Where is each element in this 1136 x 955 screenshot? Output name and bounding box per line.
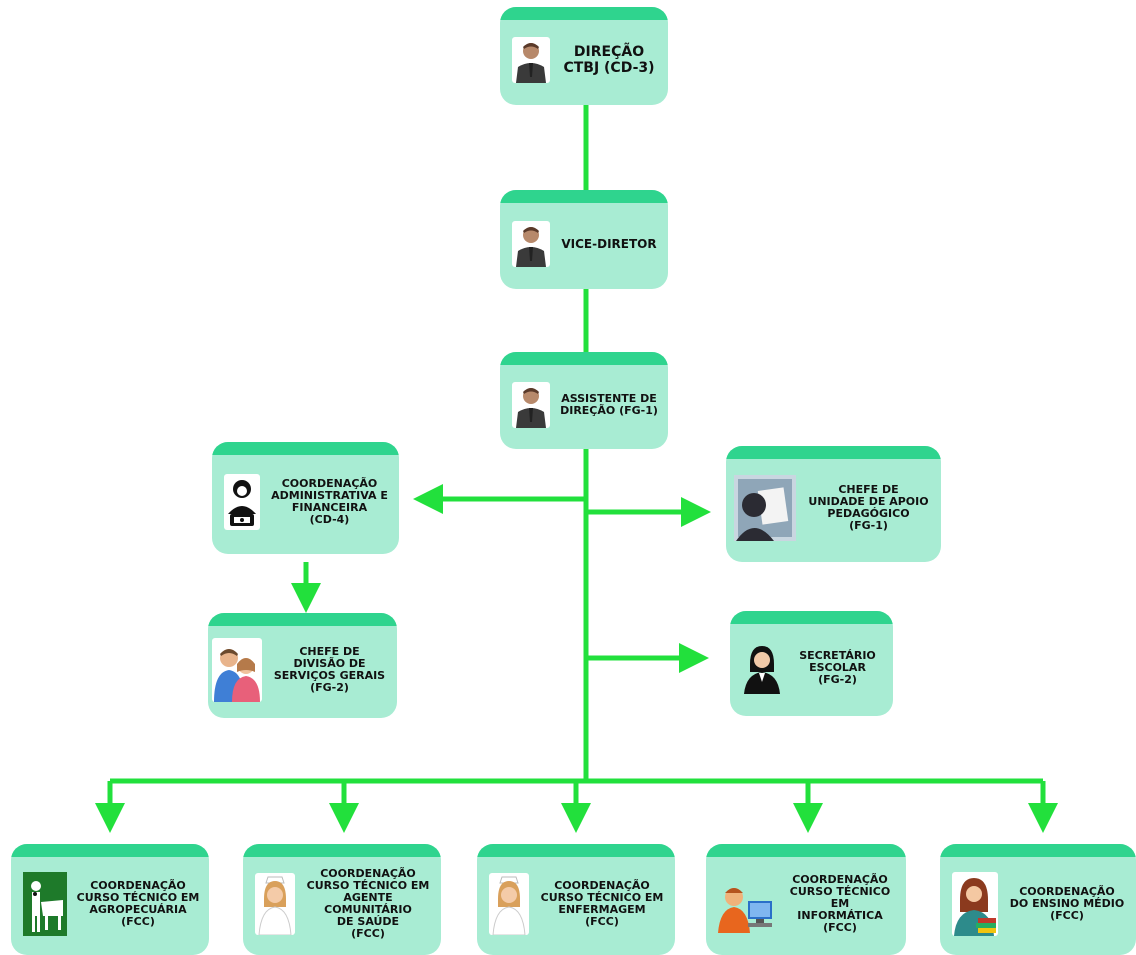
node-label: CHEFE DE UNIDADE DE APOIO PEDAGÓGICO (FG…: [808, 483, 929, 532]
node-header: [243, 844, 441, 857]
node-header: [477, 844, 675, 857]
teacher-books-icon: [952, 871, 998, 936]
node-chefe-apoio: CHEFE DE UNIDADE DE APOIO PEDAGÓGICO (FG…: [726, 446, 941, 562]
node-coord-info: COORDENAÇÃO CURSO TÉCNICO EM INFORMÁTICA…: [706, 844, 906, 955]
node-coord-agente: COORDENAÇÃO CURSO TÉCNICO EM AGENTE COMU…: [243, 844, 441, 955]
node-header: [500, 352, 668, 365]
node-label: ASSISTENTE DE DIREÇÃO (FG-1): [560, 391, 658, 417]
node-label: COORDENAÇÃO CURSO TÉCNICO EM AGROPECUÁRI…: [76, 878, 200, 928]
businessman-icon: [512, 381, 550, 428]
node-label: VICE-DIRETOR: [561, 236, 657, 251]
node-direcao: DIREÇÃO CTBJ (CD-3): [500, 7, 668, 105]
node-header: [730, 611, 893, 624]
node-coord-enf: COORDENAÇÃO CURSO TÉCNICO EM ENFERMAGEM …: [477, 844, 675, 955]
node-header: [500, 190, 668, 203]
node-assistente: ASSISTENTE DE DIREÇÃO (FG-1): [500, 352, 668, 449]
node-header: [500, 7, 668, 20]
woman-money-icon: [224, 474, 260, 530]
farmer-cow-icon: [23, 871, 67, 936]
node-label: SECRETÁRIO ESCOLAR (FG-2): [799, 648, 876, 686]
nurse-icon: [489, 872, 529, 935]
computer-user-icon: [718, 875, 774, 933]
node-secretario: SECRETÁRIO ESCOLAR (FG-2): [730, 611, 893, 716]
person-reading-icon: [734, 475, 796, 541]
node-label: DIREÇÃO CTBJ (CD-3): [563, 44, 655, 76]
node-header: [212, 442, 399, 455]
node-coord-medio: COORDENAÇÃO DO ENSINO MÉDIO (FCC): [940, 844, 1136, 955]
node-vice-diretor: VICE-DIRETOR: [500, 190, 668, 289]
couple-icon: [212, 637, 262, 702]
businessman-icon: [512, 37, 550, 83]
node-label: COORDENAÇÃO DO ENSINO MÉDIO (FCC): [1009, 884, 1125, 922]
node-header: [11, 844, 209, 857]
node-header: [726, 446, 941, 459]
node-label: COORDENAÇÃO CURSO TÉCNICO EM ENFERMAGEM …: [540, 878, 664, 928]
node-label: COORDENAÇÃO CURSO TÉCNICO EM AGENTE COMU…: [306, 866, 430, 940]
node-chefe-servicos: CHEFE DE DIVISÃO DE SERVIÇOS GERAIS (FG-…: [208, 613, 397, 718]
businesswoman-icon: [742, 642, 782, 694]
node-header: [208, 613, 397, 626]
node-header: [706, 844, 906, 857]
node-coord-agro: COORDENAÇÃO CURSO TÉCNICO EM AGROPECUÁRI…: [11, 844, 209, 955]
node-label: CHEFE DE DIVISÃO DE SERVIÇOS GERAIS (FG-…: [273, 644, 386, 694]
node-label: COORDENAÇÃO CURSO TÉCNICO EM INFORMÁTICA…: [789, 872, 891, 934]
node-header: [940, 844, 1136, 857]
node-label: COORDENAÇÃO ADMINISTRATIVA E FINANCEIRA …: [271, 477, 388, 526]
node-coord-adm: COORDENAÇÃO ADMINISTRATIVA E FINANCEIRA …: [212, 442, 399, 554]
nurse-icon: [255, 872, 295, 935]
businessman-icon: [512, 220, 550, 267]
